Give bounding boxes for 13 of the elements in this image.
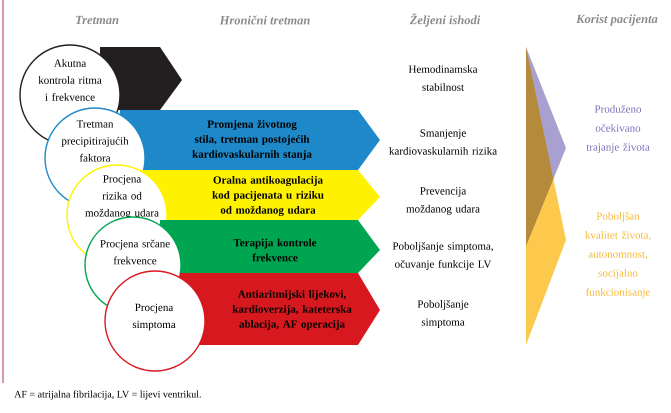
outcome-text: Poboljšanje simptoma (418, 300, 468, 328)
column-heading: Hronični tretman (220, 16, 310, 24)
benefit-text: Poboljšan kvalitet života, autonomnost, socijalno funkcionisanje (585, 212, 650, 298)
column-heading: Željeni ishodi (410, 13, 480, 27)
footnote: AF = atrijalna fibrilacija, LV = lijevi ventrikul. (14, 390, 201, 400)
outcome-text: Smanjenje kardiovaskularnih rizika (389, 129, 497, 155)
benefit-text: Produženo očekivano trajanje života (586, 105, 650, 153)
outcome-text: Prevencija moždanog udara (406, 187, 480, 215)
column-heading: Korist pacijenta (576, 14, 658, 26)
outcome-text: Hemodinamska stabilnost (408, 65, 478, 91)
arrow-band: Antiaritmijski lijekovi, kardioverzija, kateterska ablacija, AF operacija (180, 273, 380, 345)
column-heading: Tretman (76, 16, 118, 24)
outcome-text: Poboljšanje simptoma, očuvanje funkcije LV (392, 242, 493, 270)
